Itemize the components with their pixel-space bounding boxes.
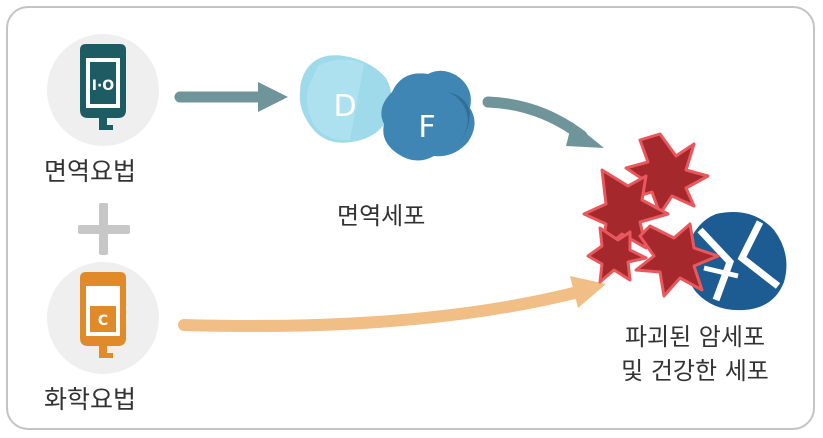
arrow-cells-to-result — [482, 96, 604, 148]
explosion-icon — [582, 132, 720, 298]
destroyed-cancer-cell — [685, 212, 787, 311]
plus-icon — [78, 203, 130, 255]
burst-small — [586, 226, 648, 284]
arrow-immuno-to-cells — [174, 82, 288, 112]
burst-left — [582, 168, 670, 252]
immune-cells-label: 면역세포 — [337, 202, 426, 230]
chemotherapy-label: 화학요법 — [44, 385, 137, 414]
result-label-line2: 및 건강한 세포 — [621, 357, 769, 385]
burst-top — [624, 132, 710, 216]
result-label: 파괴된 암세포 및 건강한 세포 — [585, 320, 805, 388]
immunotherapy-node: I·O — [47, 34, 159, 146]
immune-cells: D F — [299, 55, 475, 161]
burst-bottom — [634, 222, 720, 298]
iv-bag-icon: I·O — [80, 44, 126, 130]
immune-cell-d-label: D — [333, 89, 356, 124]
immune-cell-f-label: F — [418, 110, 435, 145]
chemotherapy-node: C — [47, 262, 159, 374]
immunotherapy-icon-text: I·O — [92, 78, 115, 94]
arrow-chemo-to-result — [178, 276, 606, 333]
immunotherapy-label: 면역요법 — [44, 157, 137, 186]
iv-bag-icon: C — [80, 272, 126, 358]
chemotherapy-icon-text: C — [98, 313, 108, 329]
result-label-line1: 파괴된 암세포 — [624, 323, 766, 351]
